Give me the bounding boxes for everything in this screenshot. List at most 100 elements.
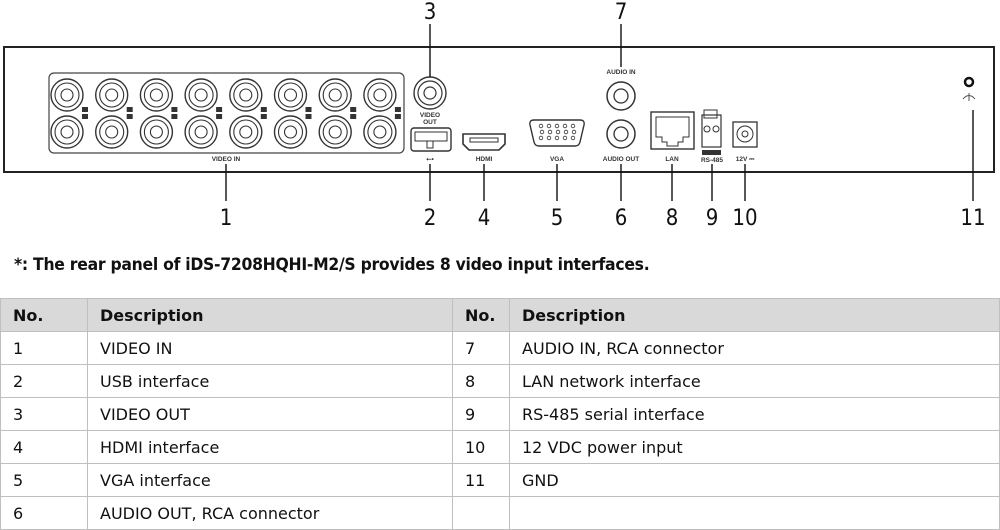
channel-badge [171, 114, 178, 119]
vga-port [529, 119, 585, 147]
cell-description: HDMI interface [87, 430, 453, 464]
callout-3: 3 [424, 0, 437, 25]
callout-6: 6 [615, 206, 628, 231]
cell-description: RS-485 serial interface [509, 397, 1000, 431]
bnc-connector [318, 115, 352, 149]
cell-description: AUDIO OUT, RCA connector [87, 496, 453, 530]
bnc-connector [273, 78, 308, 112]
video-in-bnc-grid [50, 78, 401, 149]
usb-port [410, 127, 452, 152]
video-out-port [413, 76, 447, 110]
bnc-connector [50, 115, 84, 149]
channel-badge [216, 114, 223, 119]
bnc-connector [318, 78, 352, 112]
channel-badge [350, 107, 357, 112]
rs485-port [701, 109, 722, 155]
header-description: Description [87, 298, 453, 332]
bnc-connector [363, 115, 397, 149]
leader-lines [225, 24, 974, 201]
callout-4: 4 [478, 206, 491, 231]
cell-description: VGA interface [87, 463, 453, 497]
channel-badge [216, 107, 223, 112]
channel-badge [350, 114, 357, 119]
table-header-row: No. Description No. Description [0, 298, 1000, 332]
rs485-label: RS-485 [701, 157, 723, 164]
callout-1: 1 [220, 206, 233, 231]
channel-badge [126, 107, 133, 112]
cell-no: 2 [0, 364, 88, 398]
cell-no: 3 [0, 397, 88, 431]
vga-label: VGA [550, 156, 564, 163]
cell-no: 4 [0, 430, 88, 464]
bnc-connector [229, 115, 263, 149]
cell-no: 1 [0, 331, 88, 365]
cell-description: VIDEO OUT [87, 397, 453, 431]
audio-out-port [606, 119, 636, 149]
callout-8: 8 [666, 206, 679, 231]
audio-in-port [606, 81, 636, 111]
callout-10: 10 [732, 206, 757, 231]
cell-description: USB interface [87, 364, 453, 398]
hdmi-label: HDMI [476, 156, 493, 163]
bnc-connector [94, 115, 129, 149]
bnc-connector [184, 78, 218, 112]
channel-badge [305, 107, 312, 112]
bnc-connector [50, 78, 84, 112]
cell-no: 10 [452, 430, 510, 464]
cell-no: 11 [452, 463, 510, 497]
cell-description: LAN network interface [509, 364, 1000, 398]
lan-label: LAN [665, 156, 679, 163]
channel-badge [171, 107, 178, 112]
model-note: *: The rear panel of iDS-7208HQHI-M2/S p… [14, 255, 650, 275]
cell-description: 12 VDC power input [509, 430, 1000, 464]
cell-description: GND [509, 463, 1000, 497]
hdmi-port [462, 133, 506, 151]
audio-out-label: AUDIO OUT [603, 156, 640, 163]
callout-7: 7 [615, 0, 628, 25]
channel-badge [394, 107, 401, 112]
cell-no [452, 496, 510, 530]
channel-badge [82, 114, 88, 119]
audio-in-label: AUDIO IN [606, 69, 636, 76]
channel-badge [82, 107, 88, 112]
video-out-label: VIDEO [420, 112, 440, 119]
bnc-connector [94, 78, 129, 112]
cell-no: 8 [452, 364, 510, 398]
cell-description: AUDIO IN, RCA connector [509, 331, 1000, 365]
header-no: No. [0, 298, 88, 332]
bnc-connector [229, 78, 263, 112]
lan-port [650, 111, 695, 150]
channel-badge [394, 114, 401, 119]
power-label: 12V ⎓ [736, 156, 755, 163]
cell-no: 7 [452, 331, 510, 365]
cell-no: 5 [0, 463, 88, 497]
bnc-connector [184, 115, 218, 149]
cell-no: 6 [0, 496, 88, 530]
channel-badge [260, 107, 267, 112]
bnc-connector [273, 115, 308, 149]
bnc-connector [363, 78, 397, 112]
usb-icon: ⭠• [426, 156, 434, 163]
cell-description [509, 496, 1000, 530]
bnc-connector [139, 115, 174, 149]
video-in-label: VIDEO IN [212, 156, 241, 163]
channel-badge [305, 114, 312, 119]
bnc-connector [139, 78, 174, 112]
header-no-2: No. [452, 298, 510, 332]
callout-2: 2 [424, 206, 437, 231]
cell-no: 9 [452, 397, 510, 431]
gnd-terminal [962, 76, 976, 101]
callout-9: 9 [706, 206, 719, 231]
video-in-group [48, 72, 405, 154]
cell-description: VIDEO IN [87, 331, 453, 365]
channel-badge [260, 114, 267, 119]
video-out-label-2: OUT [423, 119, 437, 126]
power-port [732, 121, 758, 148]
